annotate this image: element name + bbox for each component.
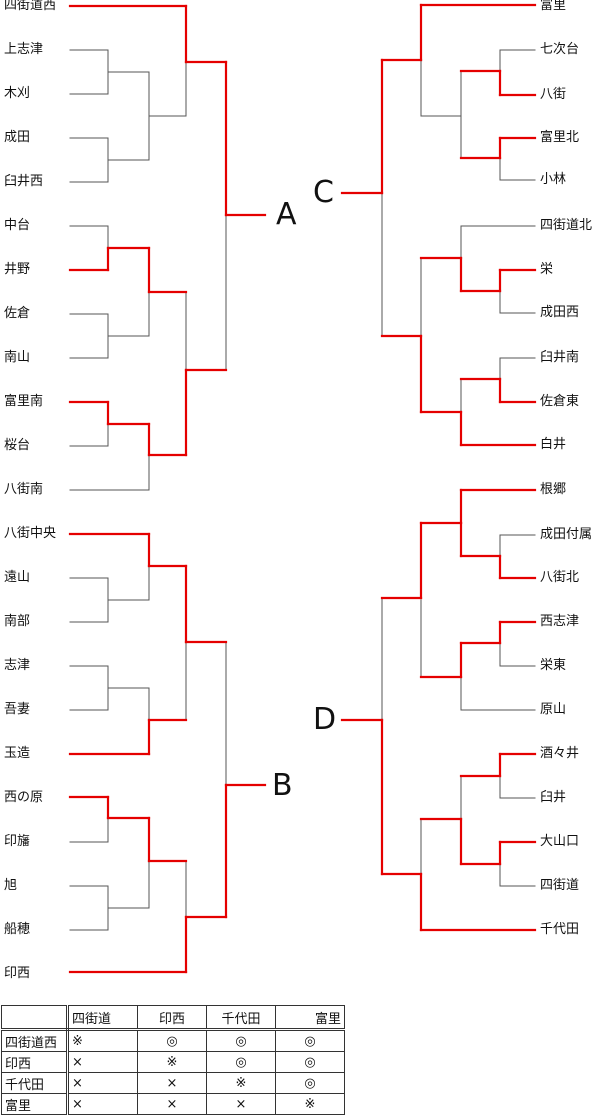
team-c-10: 佐倉東 bbox=[540, 394, 580, 409]
column-header: 富里 bbox=[275, 1005, 345, 1031]
team-b-8: 印旛 bbox=[4, 834, 31, 849]
result-cell: ※ bbox=[67, 1029, 138, 1052]
team-b-2: 遠山 bbox=[4, 570, 31, 585]
result-cell: × bbox=[137, 1072, 207, 1094]
team-c-7: 栄 bbox=[540, 262, 554, 277]
team-a-7: 井野 bbox=[4, 262, 31, 277]
row-header: 千代田 bbox=[1, 1072, 69, 1094]
team-b-9: 旭 bbox=[4, 878, 18, 893]
team-a-6: 中台 bbox=[4, 218, 31, 233]
team-d-4: 西志津 bbox=[540, 614, 580, 629]
table-row: 富里 × × × ※ bbox=[1, 1093, 345, 1115]
team-d-5: 栄東 bbox=[540, 658, 567, 673]
team-c-3: 八街 bbox=[540, 87, 567, 102]
result-cell: ◎ bbox=[206, 1051, 276, 1073]
result-cell: ◎ bbox=[137, 1029, 207, 1052]
team-a-2: 上志津 bbox=[4, 42, 44, 57]
result-cell: ※ bbox=[137, 1051, 207, 1073]
corner-cell bbox=[1, 1005, 69, 1031]
team-a-9: 南山 bbox=[4, 350, 31, 365]
team-a-8: 佐倉 bbox=[4, 306, 31, 321]
team-d-10: 四街道 bbox=[540, 878, 580, 893]
team-b-4: 志津 bbox=[4, 658, 31, 673]
row-header: 富里 bbox=[1, 1093, 69, 1115]
result-cell: ◎ bbox=[206, 1029, 276, 1052]
team-a-12: 八街南 bbox=[4, 482, 44, 497]
team-d-6: 原山 bbox=[540, 702, 567, 717]
team-d-2: 成田付属 bbox=[540, 527, 593, 542]
block-label-b: B bbox=[272, 768, 293, 803]
team-b-7: 西の原 bbox=[4, 790, 44, 805]
column-header: 四街道 bbox=[67, 1005, 138, 1031]
column-header: 印西 bbox=[137, 1005, 207, 1031]
result-cell: ◎ bbox=[275, 1072, 345, 1094]
team-c-6: 四街道北 bbox=[540, 218, 593, 233]
result-cell: × bbox=[67, 1072, 138, 1094]
team-c-1: 富里 bbox=[540, 0, 567, 13]
team-b-1: 八街中央 bbox=[4, 526, 57, 541]
team-b-10: 船穂 bbox=[4, 922, 31, 937]
result-cell: × bbox=[67, 1051, 138, 1073]
team-a-3: 木刈 bbox=[4, 86, 31, 101]
table-row: 四街道西 ※ ◎ ◎ ◎ bbox=[1, 1029, 345, 1052]
team-a-4: 成田 bbox=[4, 130, 31, 145]
table-row: 千代田 × × ※ ◎ bbox=[1, 1072, 345, 1094]
team-d-11: 千代田 bbox=[540, 922, 580, 937]
team-b-3: 南部 bbox=[4, 614, 31, 629]
team-a-11: 桜台 bbox=[4, 438, 31, 453]
team-b-11: 印西 bbox=[4, 966, 31, 981]
team-d-1: 根郷 bbox=[540, 482, 567, 497]
table-row: 印西 × ※ ◎ ◎ bbox=[1, 1051, 345, 1073]
result-cell: × bbox=[137, 1093, 207, 1115]
results-header-row: 四街道 印西 千代田 富里 bbox=[1, 1005, 345, 1031]
team-a-10: 富里南 bbox=[4, 394, 44, 409]
result-cell: × bbox=[206, 1093, 276, 1115]
team-c-5: 小林 bbox=[540, 172, 567, 187]
team-b-5: 吾妻 bbox=[4, 702, 31, 717]
results-table: 四街道 印西 千代田 富里 四街道西 ※ ◎ ◎ ◎ 印西 × ※ ◎ ◎ 千代… bbox=[1, 1005, 345, 1115]
team-c-8: 成田西 bbox=[540, 305, 580, 320]
team-c-2: 七次台 bbox=[540, 42, 580, 57]
team-d-3: 八街北 bbox=[540, 570, 580, 585]
block-label-a: A bbox=[276, 197, 297, 232]
team-c-11: 白井 bbox=[540, 437, 567, 452]
team-b-6: 玉造 bbox=[4, 746, 31, 761]
result-cell: × bbox=[67, 1093, 138, 1115]
team-d-7: 酒々井 bbox=[540, 746, 580, 761]
block-label-c: C bbox=[313, 175, 334, 210]
block-label-d: D bbox=[313, 702, 337, 737]
bracket-lines bbox=[68, 3, 537, 974]
team-d-8: 臼井 bbox=[540, 790, 567, 805]
team-a-1: 四街道西 bbox=[4, 0, 57, 13]
result-cell: ◎ bbox=[275, 1051, 345, 1073]
team-c-9: 臼井南 bbox=[540, 350, 580, 365]
team-a-5: 臼井西 bbox=[4, 174, 44, 189]
team-c-4: 富里北 bbox=[540, 130, 580, 145]
team-d-9: 大山口 bbox=[540, 834, 580, 849]
result-cell: ※ bbox=[206, 1072, 276, 1094]
row-header: 印西 bbox=[1, 1051, 69, 1073]
column-header: 千代田 bbox=[206, 1005, 276, 1031]
result-cell: ◎ bbox=[275, 1029, 345, 1052]
row-header: 四街道西 bbox=[1, 1029, 69, 1052]
result-cell: ※ bbox=[275, 1093, 345, 1115]
